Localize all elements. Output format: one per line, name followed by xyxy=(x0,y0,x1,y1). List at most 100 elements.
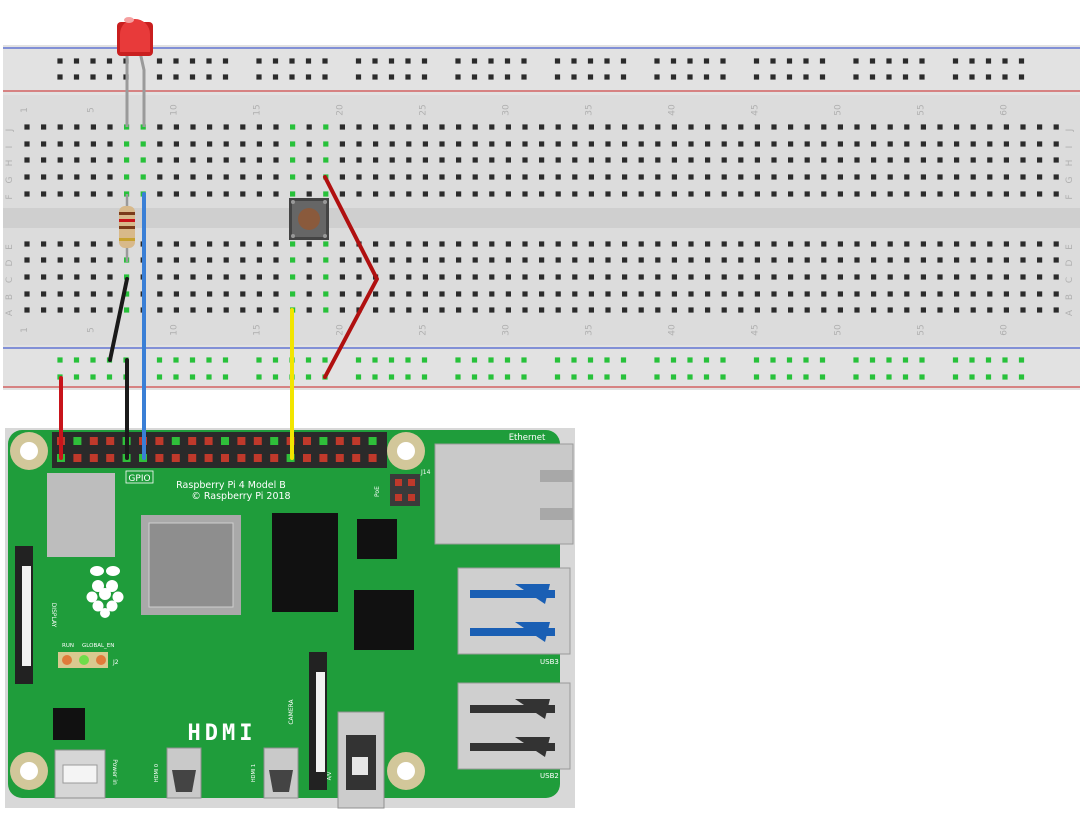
row-letter-label: D xyxy=(5,259,15,266)
breadboard-hole xyxy=(688,124,694,130)
gpio-pin xyxy=(319,437,328,445)
breadboard-hole-connected xyxy=(290,274,296,280)
breadboard-hole xyxy=(489,241,495,247)
breadboard-hole xyxy=(952,58,959,64)
breadboard-hole xyxy=(987,124,993,130)
breadboard-hole xyxy=(223,241,229,247)
breadboard-hole-connected xyxy=(290,124,296,130)
usb3-label: USB3 xyxy=(540,658,559,666)
breadboard-hole xyxy=(688,157,694,163)
breadboard-hole xyxy=(74,174,80,180)
breadboard-hole-connected xyxy=(819,374,826,380)
breadboard-hole xyxy=(389,307,395,313)
usb2-label: USB2 xyxy=(540,772,559,780)
breadboard-hole xyxy=(904,257,910,263)
breadboard-hole xyxy=(788,191,794,197)
breadboard-hole xyxy=(422,174,428,180)
breadboard-hole xyxy=(638,274,644,280)
breadboard-hole-connected xyxy=(720,357,726,363)
breadboard-hole xyxy=(687,74,693,80)
pi-model-text: Raspberry Pi 4 Model B xyxy=(176,480,286,491)
column-number-label: 45 xyxy=(750,104,760,115)
breadboard-hole-connected xyxy=(521,374,527,380)
breadboard-hole xyxy=(987,157,993,163)
breadboard-hole-connected xyxy=(73,357,80,363)
bottom-power-rail xyxy=(3,345,1080,390)
breadboard-hole xyxy=(504,58,511,64)
gpio-pin xyxy=(237,454,246,462)
breadboard-hole xyxy=(422,274,428,280)
breadboard-hole xyxy=(489,257,495,263)
column-number-label: 10 xyxy=(169,324,179,336)
breadboard-hole xyxy=(273,307,279,313)
breadboard-hole xyxy=(522,191,528,197)
breadboard-hole xyxy=(74,157,80,163)
breadboard-hole xyxy=(272,74,279,80)
breadboard-hole xyxy=(871,274,877,280)
breadboard-hole xyxy=(655,191,661,197)
display-connector: DISPLAY xyxy=(15,546,57,684)
breadboard-hole xyxy=(107,257,113,263)
breadboard-hole xyxy=(1003,257,1009,263)
breadboard-hole xyxy=(57,307,63,313)
breadboard-hole xyxy=(422,307,428,313)
breadboard-hole xyxy=(41,274,47,280)
breadboard-hole-connected xyxy=(1018,357,1025,363)
breadboard-hole xyxy=(987,257,993,263)
breadboard-hole xyxy=(356,157,362,163)
breadboard-hole xyxy=(74,291,80,297)
breadboard-hole xyxy=(920,241,926,247)
gpio-pin xyxy=(171,454,180,462)
breadboard-hole xyxy=(970,141,976,147)
breadboard-hole xyxy=(206,74,212,80)
breadboard-hole xyxy=(472,157,478,163)
camera-connector-slot xyxy=(316,672,325,772)
row-letter-label: A xyxy=(1065,309,1075,316)
breadboard-hole xyxy=(1003,241,1009,247)
breadboard-hole xyxy=(489,141,495,147)
breadboard-hole-connected xyxy=(969,374,975,380)
breadboard-hole xyxy=(223,274,229,280)
column-number-label: 1 xyxy=(20,107,30,113)
breadboard-hole xyxy=(887,141,893,147)
breadboard-hole xyxy=(638,124,644,130)
breadboard-hole xyxy=(1020,274,1026,280)
breadboard-hole xyxy=(190,274,196,280)
breadboard-hole-connected xyxy=(305,374,312,380)
breadboard-hole xyxy=(588,257,594,263)
breadboard-hole xyxy=(521,58,527,64)
button-corner xyxy=(323,234,327,238)
usb3-contact xyxy=(515,584,550,604)
breadboard-hole xyxy=(655,241,661,247)
usb2-housing xyxy=(457,682,571,770)
breadboard-hole xyxy=(456,291,462,297)
breadboard-hole xyxy=(937,257,943,263)
breadboard-hole xyxy=(904,307,910,313)
breadboard-hole xyxy=(539,174,545,180)
breadboard-hole xyxy=(605,274,611,280)
breadboard-hole xyxy=(306,124,312,130)
column-number-label: 5 xyxy=(86,327,96,333)
breadboard-hole xyxy=(854,124,860,130)
logo-berry xyxy=(106,600,118,612)
breadboard-hole xyxy=(821,257,827,263)
breadboard-hole xyxy=(671,241,677,247)
breadboard-hole xyxy=(970,157,976,163)
chip-wifi xyxy=(47,473,115,557)
breadboard-hole xyxy=(439,141,445,147)
resistor-band xyxy=(119,212,135,215)
breadboard-hole xyxy=(837,157,843,163)
breadboard-hole xyxy=(555,141,561,147)
breadboard-hole xyxy=(389,241,395,247)
breadboard-hole xyxy=(1037,307,1043,313)
breadboard-hole xyxy=(572,124,578,130)
breadboard-hole xyxy=(240,191,246,197)
breadboard-hole xyxy=(539,124,545,130)
poe-pin xyxy=(408,494,415,501)
hdmi0-label: HDMI 0 xyxy=(154,764,160,782)
breadboard-hole xyxy=(1037,174,1043,180)
breadboard-hole-connected xyxy=(256,374,262,380)
mount-hole-center xyxy=(20,442,38,460)
breadboard-hole xyxy=(786,58,793,64)
